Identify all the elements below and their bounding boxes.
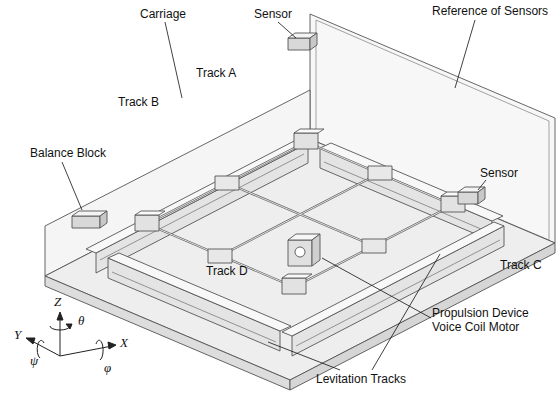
axis-label: Y: [14, 328, 21, 342]
levitation-track: [282, 222, 504, 356]
levitation-track: [108, 253, 291, 351]
part-label: Track C: [500, 258, 542, 272]
part-label: Propulsion Device Voice Coil Motor: [432, 306, 554, 334]
axis-label: ψ: [30, 354, 38, 368]
voice-coil-motor: [288, 234, 320, 266]
axis-label: X: [120, 336, 128, 350]
balance-block: [72, 211, 107, 228]
part-label: Track B: [118, 95, 159, 109]
axis-label: θ: [78, 314, 84, 328]
axis-triad: [26, 312, 116, 360]
sensor: [458, 187, 485, 204]
base-plate: [45, 139, 555, 380]
axis-label: φ: [104, 361, 111, 375]
sensor: [288, 33, 317, 50]
part-label: Reference of Sensors: [432, 4, 548, 18]
part-label: Sensor: [480, 166, 518, 180]
carriage-frame: [147, 142, 453, 287]
part-label: Balance Block: [30, 146, 106, 160]
part-label: Track D: [206, 264, 248, 278]
part-label: Levitation Tracks: [316, 372, 406, 386]
part-label: Sensor: [254, 7, 292, 21]
part-label: Carriage: [140, 7, 186, 21]
leader-lines: [62, 20, 486, 370]
axis-label: Z: [54, 295, 61, 309]
part-label: Track A: [196, 66, 236, 80]
